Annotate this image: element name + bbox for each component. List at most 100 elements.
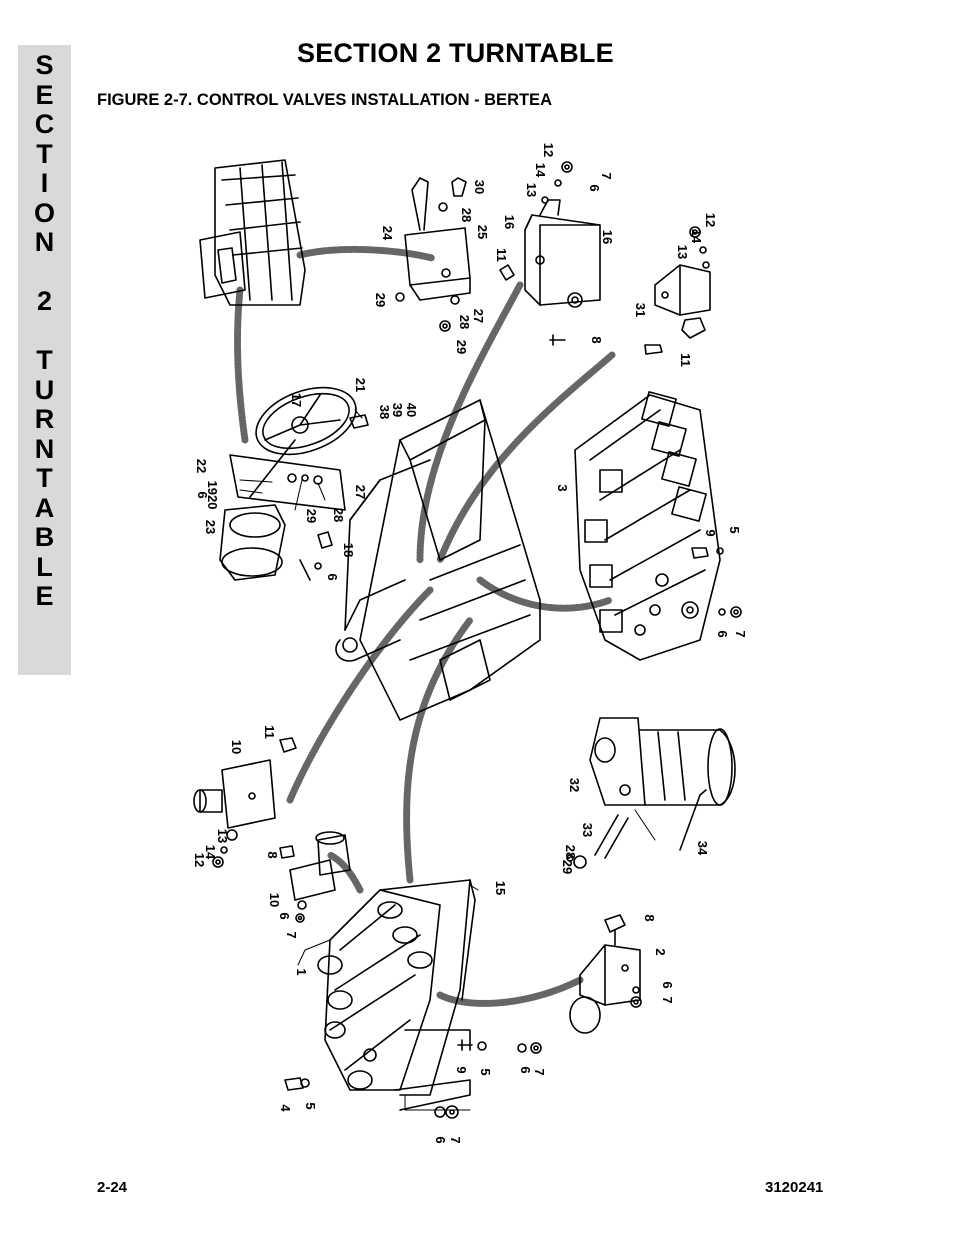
side-tab-letter: N: [34, 227, 55, 257]
side-tab-letter: T: [36, 463, 53, 493]
callout-9: 9: [454, 1066, 469, 1073]
callout-13: 13: [215, 829, 230, 843]
turntable-frame: [335, 399, 541, 721]
callout-6: 6: [660, 981, 675, 988]
callout-12: 12: [192, 853, 207, 867]
callout-25: 25: [475, 225, 490, 239]
side-tab-letter: C: [34, 109, 55, 139]
callout-7: 7: [660, 996, 675, 1003]
callout-24: 24: [380, 226, 395, 241]
callout-5: 5: [727, 526, 742, 533]
page-number: 2-24: [97, 1179, 128, 1196]
callout-3: 3: [555, 484, 570, 491]
side-tab-letter: E: [35, 79, 54, 110]
callout-27: 27: [471, 309, 486, 323]
control-handle-assembly: [395, 177, 471, 332]
steering-wheel-assembly: [219, 386, 369, 581]
callout-6: 6: [715, 630, 730, 637]
callout-6: 6: [518, 1066, 533, 1073]
callout-6: 6: [325, 573, 340, 580]
callout-12: 12: [703, 213, 718, 227]
document-number: 3120241: [765, 1179, 824, 1196]
callout-14: 14: [689, 229, 704, 244]
callout-16: 16: [600, 230, 615, 244]
callout-6: 6: [587, 184, 602, 191]
filter-32: [566, 717, 736, 869]
callout-28: 28: [563, 845, 578, 859]
callout-27: 27: [353, 485, 368, 499]
callout-8: 8: [642, 914, 657, 921]
callout-30: 30: [472, 180, 487, 194]
callout-10: 10: [267, 893, 282, 907]
side-tab-letter: B: [34, 522, 55, 552]
side-tab-letter: 2: [36, 286, 53, 316]
callout-33: 33: [580, 823, 595, 837]
callout-39: 39: [390, 403, 405, 417]
side-tab-letter: T: [36, 138, 53, 169]
callout-8: 8: [589, 336, 604, 343]
callout-2: 2: [653, 948, 668, 955]
callout-11: 11: [678, 353, 693, 367]
callout-12: 12: [541, 143, 556, 157]
side-tab-letter: N: [34, 433, 55, 464]
callout-15: 15: [493, 881, 508, 895]
callout-16: 16: [502, 215, 517, 229]
callout-32: 32: [567, 778, 582, 792]
callout-28: 28: [459, 208, 474, 222]
callout-13: 13: [524, 183, 539, 197]
side-tab-letter: U: [34, 374, 55, 405]
callout-7: 7: [532, 1068, 547, 1075]
callout-29: 29: [304, 509, 319, 523]
callout-40: 40: [404, 403, 419, 417]
side-tab-letter: T: [36, 345, 53, 375]
callout-6: 6: [433, 1136, 448, 1143]
callout-8: 8: [265, 851, 280, 858]
leader-lines: [239, 409, 656, 1111]
callout-34: 34: [695, 841, 710, 856]
callout-5: 5: [478, 1068, 493, 1075]
callout-29: 29: [560, 860, 575, 874]
callout-18: 18: [341, 543, 356, 557]
callout-23: 23: [203, 520, 218, 534]
side-tab-letter: L: [36, 551, 53, 582]
side-tab-letter: A: [34, 492, 55, 523]
callout-29: 29: [373, 293, 388, 307]
callout-29: 29: [454, 340, 469, 354]
valve-10-motor: [279, 831, 351, 923]
callout-7: 7: [448, 1136, 463, 1143]
callout-31: 31: [633, 303, 648, 317]
side-tab-letter: R: [34, 404, 55, 434]
callout-5: 5: [303, 1102, 318, 1109]
callout-22: 22: [194, 459, 209, 473]
callout-9: 9: [703, 529, 718, 536]
callout-6: 6: [277, 912, 292, 919]
callout-14: 14: [203, 845, 218, 860]
callout-7: 7: [284, 931, 299, 938]
side-tab-letter: I: [40, 168, 49, 198]
callout-6: 6: [195, 491, 210, 498]
callout-28: 28: [457, 315, 472, 329]
callout-17: 17: [289, 393, 304, 407]
main-valve-bank: [574, 391, 742, 661]
callout-11: 11: [262, 725, 277, 739]
valve-2: [569, 914, 642, 1034]
callout-11: 11: [494, 248, 509, 262]
valve-10: [193, 737, 297, 868]
side-tab-letter: S: [35, 50, 54, 80]
callout-4: 4: [278, 1104, 293, 1112]
callout-10: 10: [229, 740, 244, 754]
callout-38: 38: [377, 405, 392, 419]
figure-title: FIGURE 2-7. CONTROL VALVES INSTALLATION …: [97, 91, 552, 109]
valve-stack-1: [284, 879, 542, 1119]
callout-14: 14: [533, 163, 548, 178]
callout-1: 1: [294, 968, 309, 975]
side-tab-letter: E: [35, 581, 54, 611]
platform-console-cage: [199, 159, 306, 306]
callout-21: 21: [353, 378, 368, 392]
section-title: SECTION 2 TURNTABLE: [297, 38, 614, 68]
callout-28: 28: [331, 508, 346, 522]
